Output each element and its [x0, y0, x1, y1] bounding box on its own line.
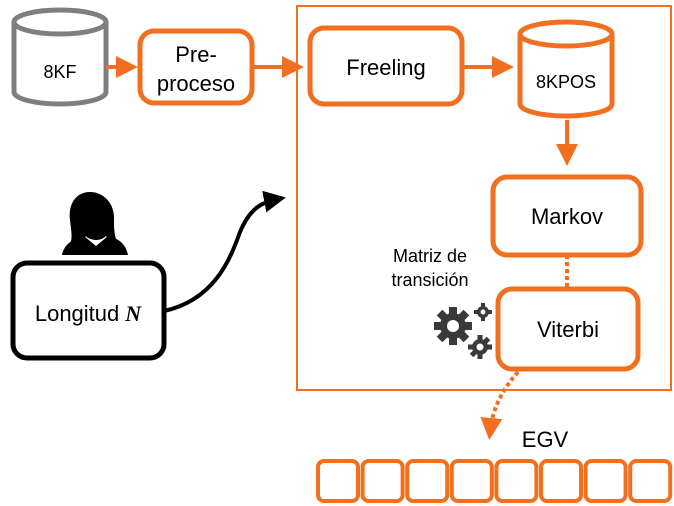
preproceso-label-line2: proceso — [157, 71, 235, 96]
egv-cell — [494, 459, 539, 503]
db-8kpos: 8KPOS — [517, 19, 615, 119]
egv-array — [316, 459, 673, 503]
process-container — [296, 5, 672, 391]
node-markov: Markov — [490, 174, 644, 258]
viterbi-label: Viterbi — [537, 317, 599, 342]
matriz-label-line2: transición — [391, 270, 468, 290]
matriz-label-line1: Matriz de — [393, 246, 467, 266]
egv-cell — [539, 459, 583, 503]
egv-cell — [405, 459, 450, 503]
preproceso-label-line1: Pre- — [175, 42, 217, 67]
user-icon — [62, 192, 128, 255]
db-8kpos-label: 8KPOS — [536, 72, 596, 92]
node-freeling: Freeling — [307, 25, 465, 107]
egv-cell — [316, 459, 360, 503]
freeling-label: Freeling — [346, 55, 425, 80]
db-8kf-label: 8KF — [43, 62, 76, 82]
egv-cell — [449, 459, 494, 503]
node-viterbi: Viterbi — [495, 286, 641, 372]
node-preproceso: Pre- proceso — [137, 28, 255, 106]
egv-cell — [583, 459, 628, 503]
egv-label: EGV — [522, 427, 569, 452]
arrow-viterbi-egv — [480, 370, 520, 440]
egv-cell — [628, 459, 673, 503]
db-8kf: 8KF — [11, 7, 109, 107]
gears-icon — [434, 303, 492, 359]
egv-cell — [360, 459, 405, 503]
markov-label: Markov — [531, 204, 603, 229]
arrow-longitud-container — [163, 190, 286, 313]
